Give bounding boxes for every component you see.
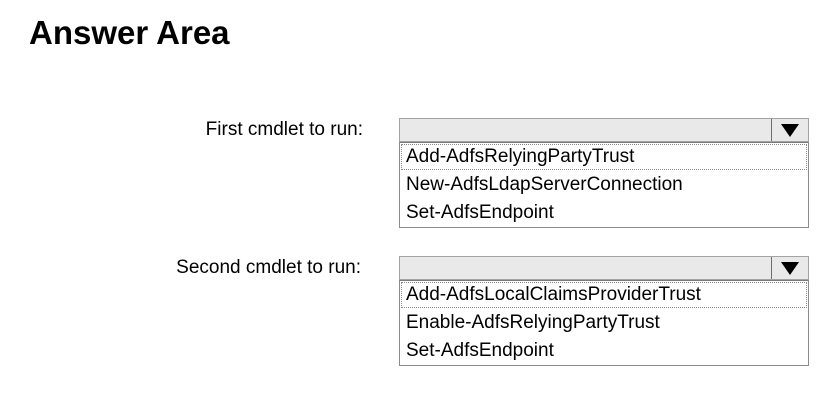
dropdown-option[interactable]: Enable-AdfsRelyingPartyTrust	[400, 309, 808, 337]
page-title: Answer Area	[29, 14, 230, 51]
second-cmdlet-options-list: Add-AdfsLocalClaimsProviderTrust Enable-…	[399, 280, 809, 366]
chevron-down-icon	[781, 261, 799, 275]
chevron-down-icon	[781, 123, 799, 137]
dropdown-option[interactable]: New-AdfsLdapServerConnection	[400, 171, 808, 199]
second-cmdlet-label: Second cmdlet to run:	[176, 257, 361, 278]
first-cmdlet-dropdown: Add-AdfsRelyingPartyTrust New-AdfsLdapSe…	[399, 118, 809, 228]
first-cmdlet-options-list: Add-AdfsRelyingPartyTrust New-AdfsLdapSe…	[399, 142, 809, 228]
second-cmdlet-select[interactable]	[399, 256, 809, 280]
first-cmdlet-label: First cmdlet to run:	[205, 119, 363, 140]
second-cmdlet-dropdown: Add-AdfsLocalClaimsProviderTrust Enable-…	[399, 256, 809, 366]
second-cmdlet-dropdown-button[interactable]	[771, 257, 808, 279]
dropdown-option[interactable]: Add-AdfsLocalClaimsProviderTrust	[400, 281, 808, 309]
dropdown-option[interactable]: Set-AdfsEndpoint	[400, 337, 808, 365]
first-cmdlet-select[interactable]	[399, 118, 809, 142]
first-cmdlet-dropdown-button[interactable]	[771, 119, 808, 141]
dropdown-option[interactable]: Add-AdfsRelyingPartyTrust	[400, 143, 808, 171]
dropdown-option[interactable]: Set-AdfsEndpoint	[400, 199, 808, 227]
